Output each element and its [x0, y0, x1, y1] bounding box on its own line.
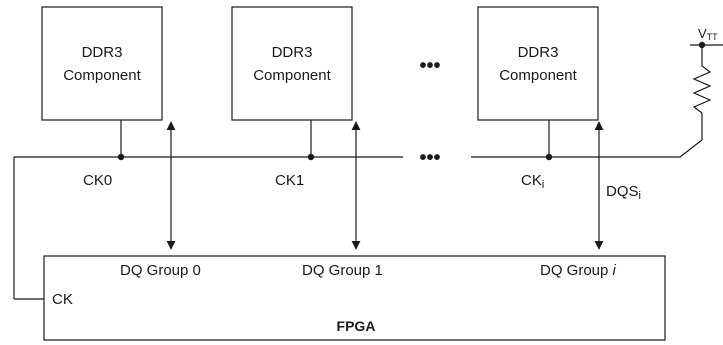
- cki-junction-dot: [545, 153, 553, 161]
- fpga-block: DQ Group 0 DQ Group 1 DQ Group i CK FPGA: [43, 255, 666, 341]
- ddr3-component-0: DDR3 Component: [41, 6, 163, 121]
- clock-ellipsis: •••: [419, 147, 440, 169]
- clock-bus: [13, 113, 703, 300]
- component-0-line1: DDR3: [82, 44, 123, 61]
- component-i-line1: DDR3: [518, 44, 559, 61]
- ck0-label: CK0: [83, 172, 112, 189]
- dqs-label: DQSi: [606, 183, 641, 202]
- clock-taps: [117, 120, 553, 161]
- components-ellipsis: •••: [419, 55, 440, 77]
- component-1-line2: Component: [253, 67, 331, 84]
- fpga-ck-label: CK: [52, 291, 73, 308]
- component-1-line1: DDR3: [272, 44, 313, 61]
- ck1-label: CK1: [275, 172, 304, 189]
- termination-resistor: VTT: [690, 26, 723, 114]
- dq-group-1-label: DQ Group 1: [302, 262, 383, 279]
- cki-label: CKi: [521, 172, 544, 191]
- vtt-node-dot: [698, 41, 706, 49]
- clock-bus-right-segment: [471, 113, 703, 158]
- component-0-line2: Component: [63, 67, 141, 84]
- clock-bus-left-segment: [13, 156, 403, 299]
- ddr3-component-i: DDR3 Component: [477, 6, 599, 121]
- vtt-label: VTT: [698, 26, 718, 42]
- dq-group-0-label: DQ Group 0: [120, 262, 201, 279]
- component-i-line2: Component: [499, 67, 577, 84]
- ddr3-component-1: DDR3 Component: [231, 6, 353, 121]
- ck0-junction-dot: [117, 153, 125, 161]
- resistor-zigzag: [692, 45, 712, 114]
- fpga-title: FPGA: [337, 318, 376, 334]
- dq-group-i-label: DQ Group i: [540, 262, 617, 279]
- ck1-junction-dot: [307, 153, 315, 161]
